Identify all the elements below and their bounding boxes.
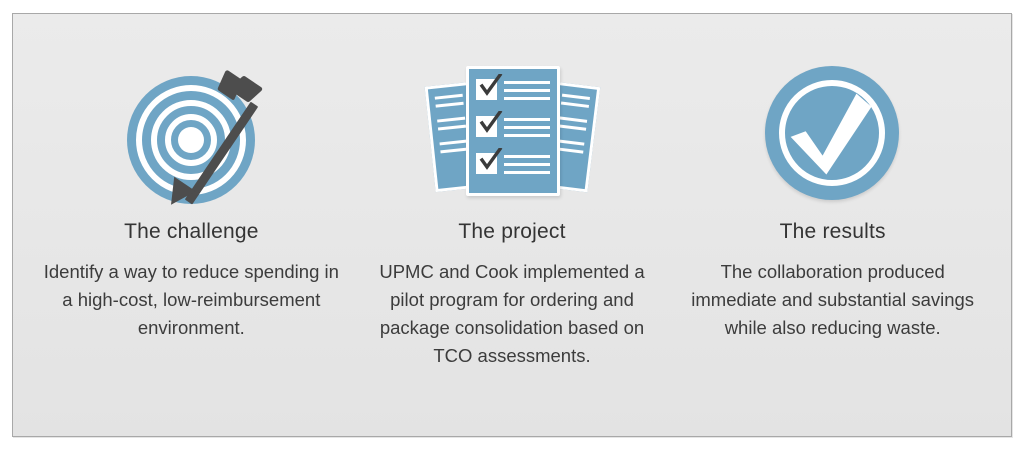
sheet-line (558, 124, 587, 131)
checklist-text-lines (504, 153, 550, 179)
target-ring-3 (165, 114, 218, 166)
sheet-line (434, 93, 463, 100)
checklist-row (476, 111, 550, 142)
checklist-documents-icon (424, 54, 601, 206)
sheet-line (439, 139, 468, 146)
checklist-row (476, 148, 550, 179)
target-bullseye-arrow-icon (120, 54, 264, 212)
challenge-body: Identify a way to reduce spending in a h… (43, 261, 339, 338)
sheet-line (437, 116, 466, 123)
columns-container: The challenge Identify a way to reduce s… (13, 14, 1011, 436)
project-title: The project (458, 220, 566, 243)
sheet-line (561, 93, 591, 100)
column-project: The project UPMC and Cook implemented a … (352, 54, 673, 370)
column-results: The results The collaboration produced i… (672, 54, 993, 342)
infographic-panel: The challenge Identify a way to reduce s… (12, 13, 1012, 437)
checklist-text-lines (504, 116, 550, 142)
results-title: The results (779, 220, 886, 243)
checklist-text-lines (504, 79, 550, 105)
results-body: The collaboration produced immediate and… (691, 261, 975, 338)
challenge-title: The challenge (124, 220, 259, 243)
column-challenge: The challenge Identify a way to reduce s… (31, 54, 352, 342)
sheet-line (437, 124, 467, 131)
text-line (504, 81, 550, 84)
text-line (504, 163, 550, 166)
sheet-line (560, 101, 590, 108)
check-circle-disc (764, 66, 899, 200)
checklist-main-sheet (466, 66, 560, 196)
sheet-line (440, 147, 469, 154)
sheet-line (556, 139, 585, 146)
checkbox (476, 153, 497, 174)
text-line (504, 126, 550, 129)
target-bullseye-center (178, 127, 205, 153)
challenge-icon-wrap (31, 54, 352, 212)
text-line (504, 89, 550, 92)
project-icon-wrap (352, 54, 673, 206)
text-line (504, 155, 550, 158)
check-circle-icon (759, 54, 907, 206)
results-icon-wrap (672, 54, 993, 206)
checkbox (476, 116, 497, 137)
text-line (504, 97, 550, 100)
checklist-row (476, 74, 550, 105)
text-line (504, 134, 550, 137)
sheet-line (435, 101, 464, 108)
sheet-line (559, 116, 588, 123)
large-checkmark-icon (790, 93, 872, 175)
check-circle-inner-ring (778, 80, 885, 186)
project-body: UPMC and Cook implemented a pilot progra… (379, 261, 645, 366)
text-line (504, 171, 550, 174)
text-line (504, 118, 550, 121)
checkbox (476, 79, 497, 100)
